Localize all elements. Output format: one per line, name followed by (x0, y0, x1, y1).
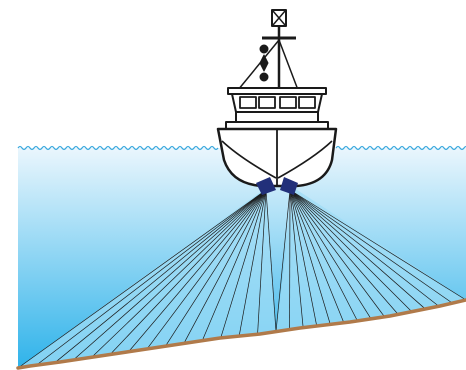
forestay (238, 40, 279, 90)
bridge-window-3 (280, 97, 296, 108)
signal-ball-top (260, 45, 268, 53)
bridge-window-1 (240, 97, 256, 108)
bridge-window-2 (259, 97, 275, 108)
survey-vessel (218, 10, 336, 195)
signal-diamond (260, 55, 268, 71)
backstay (279, 40, 298, 90)
signal-ball-bottom (260, 73, 268, 81)
bridge-window-4 (299, 97, 315, 108)
deckhouse (236, 112, 318, 122)
